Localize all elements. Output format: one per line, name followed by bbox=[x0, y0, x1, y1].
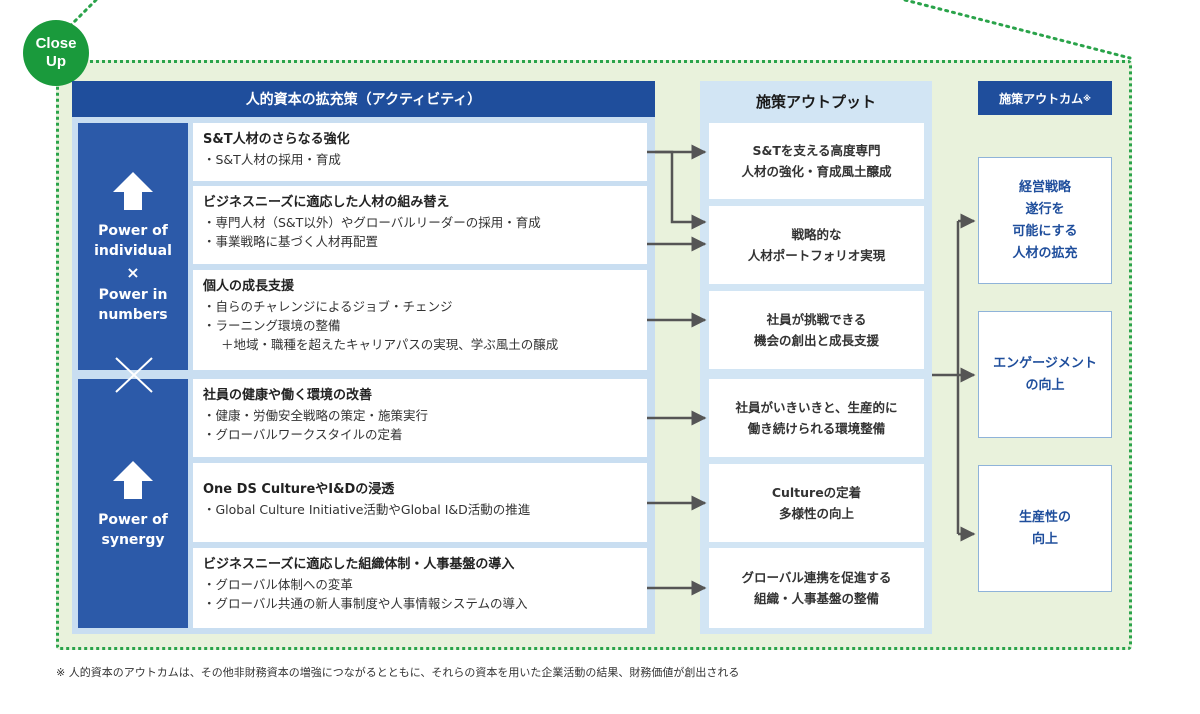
activity-bullet: ・S&T人材の採用・育成 bbox=[203, 152, 341, 167]
outcomes-header: 施策アウトカム※ bbox=[978, 81, 1112, 115]
output-box: 社員が挑戦できる 機会の創出と成長支援 bbox=[709, 291, 924, 369]
outcome-line: 経営戦略 bbox=[1018, 179, 1071, 195]
activity-title: ビジネスニーズに適応した組織体制・人事基盤の導入 bbox=[203, 557, 515, 572]
output-box: 戦略的な 人材ポートフォリオ実現 bbox=[709, 206, 924, 284]
activity-title: S&T人材のさらなる強化 bbox=[203, 132, 350, 147]
output-box: 社員がいきいきと、生産的に 働き続けられる環境整備 bbox=[709, 379, 924, 457]
output-line: 多様性の向上 bbox=[778, 506, 854, 521]
outcome-line: エンゲージメント bbox=[993, 355, 1097, 371]
outcome-line: 向上 bbox=[1031, 531, 1058, 547]
activity-bullet: ・事業戦略に基づく人材再配置 bbox=[203, 234, 379, 249]
outcome-box: 生産性の 向上 bbox=[978, 465, 1112, 592]
activity-box: S&T人材のさらなる強化 ・S&T人材の採用・育成 bbox=[193, 123, 647, 181]
output-line: グローバル連携を促進する bbox=[741, 570, 892, 585]
output-line: 組織・人事基盤の整備 bbox=[753, 591, 879, 606]
activity-bullet: ・専門人材（S&T以外）やグローバルリーダーの採用・育成 bbox=[203, 215, 541, 230]
outcomes-header-label: 施策アウトカム bbox=[999, 91, 1084, 106]
close-up-badge-line1: Close bbox=[35, 35, 77, 52]
output-line: 社員がいきいきと、生産的に bbox=[735, 400, 898, 415]
up-arrow-icon bbox=[113, 460, 153, 499]
activity-bullet: ・グローバルワークスタイルの定着 bbox=[203, 427, 403, 442]
output-line: 人材の強化・育成風土醸成 bbox=[741, 164, 892, 179]
output-line: 戦略的な bbox=[791, 227, 842, 242]
output-line: 機会の創出と成長支援 bbox=[753, 333, 879, 348]
pillar-individual-numbers: Power of individual × Power in numbers bbox=[78, 123, 188, 370]
arrow bbox=[655, 150, 707, 230]
outcome-line: 可能にする bbox=[1012, 223, 1078, 239]
activity-box: 社員の健康や働く環境の改善 ・健康・労働安全戦略の策定・施策実行 ・グローバルワ… bbox=[193, 379, 647, 457]
output-line: Cultureの定着 bbox=[771, 485, 862, 500]
outcome-line: 生産性の bbox=[1018, 509, 1071, 525]
pillar-top-line1: Power of bbox=[98, 222, 168, 239]
output-line: 社員が挑戦できる bbox=[766, 312, 867, 327]
close-up-badge: Close Up bbox=[23, 20, 89, 86]
activity-subnote: ＋地域・職種を超えたキャリアパスの実現、学ぶ風土の醸成 bbox=[221, 337, 559, 352]
activity-bullet: ・Global Culture Initiative活動やGlobal I&D活… bbox=[203, 502, 531, 517]
outcome-box: 経営戦略 遂行を 可能にする 人材の拡充 bbox=[978, 157, 1112, 284]
output-box: グローバル連携を促進する 組織・人事基盤の整備 bbox=[709, 548, 924, 628]
activity-box: ビジネスニーズに適応した人材の組み替え ・専門人材（S&T以外）やグローバルリー… bbox=[193, 186, 647, 264]
output-box: Cultureの定着 多様性の向上 bbox=[709, 464, 924, 542]
activity-title: ビジネスニーズに適応した人材の組み替え bbox=[203, 195, 450, 210]
output-line: S&Tを支える高度専門 bbox=[752, 143, 881, 158]
output-box: S&Tを支える高度専門 人材の強化・育成風土醸成 bbox=[709, 123, 924, 199]
footnote-mark: ※ bbox=[1083, 93, 1091, 103]
activity-box: 個人の成長支援 ・自らのチャレンジによるジョブ・チェンジ ・ラーニング環境の整備… bbox=[193, 270, 647, 370]
activity-box: One DS CultureやI&Dの浸透 ・Global Culture In… bbox=[193, 463, 647, 542]
activity-bullet: ・自らのチャレンジによるジョブ・チェンジ bbox=[203, 299, 453, 314]
activity-bullet: ・グローバル共通の新人事制度や人事情報システムの導入 bbox=[203, 596, 528, 611]
pillar-top-line2: individual bbox=[94, 242, 172, 259]
activity-title: 社員の健康や働く環境の改善 bbox=[203, 388, 373, 403]
footnote: ※ 人的資本のアウトカムは、その他非財務資本の増強につながるとともに、それらの資… bbox=[56, 666, 740, 679]
cross-icon bbox=[115, 357, 153, 393]
pillar-top-line4: numbers bbox=[98, 306, 168, 323]
output-line: 人材ポートフォリオ実現 bbox=[747, 248, 886, 263]
times-icon: × bbox=[126, 262, 140, 282]
activity-title: 個人の成長支援 bbox=[203, 279, 295, 294]
outcome-box: エンゲージメント の向上 bbox=[978, 311, 1112, 438]
output-line: 働き続けられる環境整備 bbox=[747, 421, 886, 436]
pillar-synergy: Power of synergy bbox=[78, 379, 188, 628]
outcome-line: 遂行を bbox=[1025, 201, 1065, 217]
close-up-badge-line2: Up bbox=[46, 53, 66, 70]
activity-title: One DS CultureやI&Dの浸透 bbox=[203, 482, 395, 497]
activity-bullet: ・グローバル体制への変革 bbox=[203, 577, 353, 592]
activity-bullet: ・ラーニング環境の整備 bbox=[203, 318, 341, 333]
outcome-line: 人材の拡充 bbox=[1012, 245, 1078, 261]
outcome-line: の向上 bbox=[1025, 377, 1065, 393]
up-arrow-icon bbox=[113, 171, 153, 210]
activities-header: 人的資本の拡充策（アクティビティ） bbox=[72, 81, 655, 117]
pillar-bottom-line2: synergy bbox=[101, 531, 165, 548]
outputs-header: 施策アウトプット bbox=[755, 92, 876, 111]
pillar-bottom-line1: Power of bbox=[98, 511, 168, 528]
activity-box: ビジネスニーズに適応した組織体制・人事基盤の導入 ・グローバル体制への変革 ・グ… bbox=[193, 548, 647, 628]
activity-bullet: ・健康・労働安全戦略の策定・施策実行 bbox=[203, 408, 429, 423]
pillar-top-line3: Power in bbox=[98, 286, 168, 303]
